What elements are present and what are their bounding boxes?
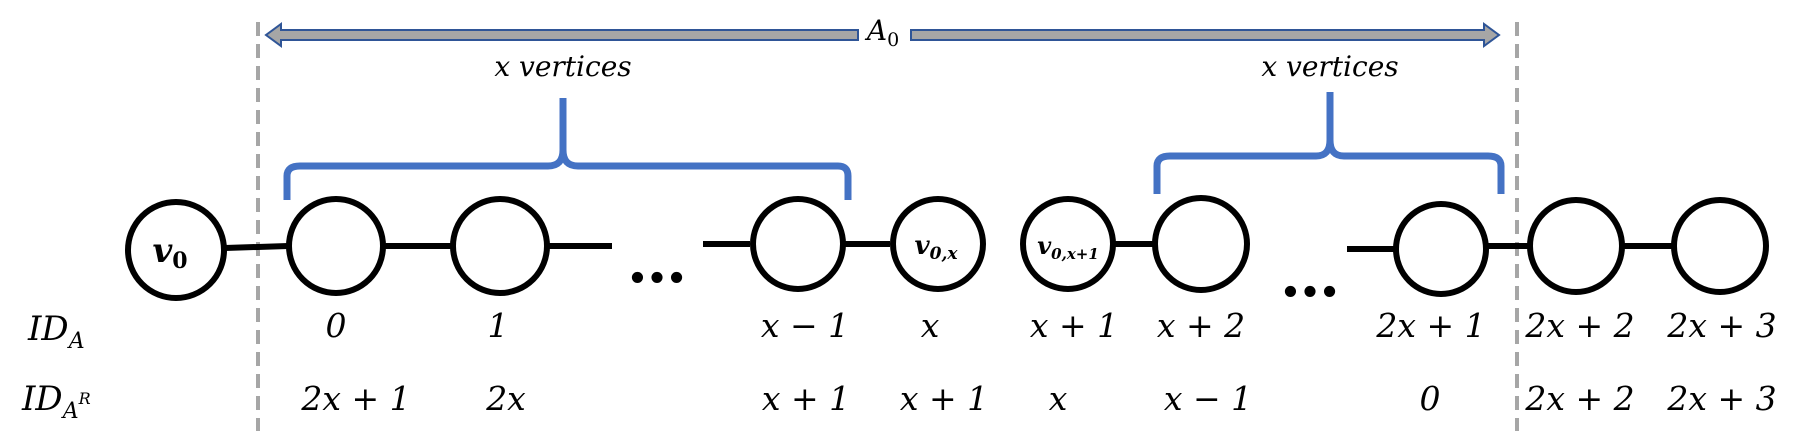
idar-value: 2x + 2: [1524, 379, 1634, 418]
idar-value: 2x: [485, 379, 526, 418]
row-label-ida: IDA: [27, 309, 85, 354]
vertex-v0x-label: v0,x: [915, 231, 959, 264]
vertex-2x-plus-2: [1527, 197, 1625, 295]
ida-value: 2x + 3: [1666, 306, 1776, 345]
idar-value: 2x + 3: [1666, 379, 1776, 418]
vertices: [125, 195, 1769, 301]
ellipsis-2: …: [1280, 241, 1340, 311]
idar-value: x + 1: [762, 379, 850, 418]
idar-value: 2x + 1: [300, 379, 410, 418]
row-label-idar: IDAR: [21, 379, 91, 424]
vertex-x-plus-2: [1152, 195, 1250, 293]
vertex-2x-plus-1: [1393, 201, 1489, 297]
ida-value: 2x + 2: [1524, 306, 1634, 345]
ida-value: 0: [326, 306, 347, 345]
right-brace: [1153, 92, 1505, 194]
vertex-v0-label: v0: [152, 231, 187, 274]
idar-value: x − 1: [1164, 379, 1252, 418]
span-arrow-left: [264, 22, 859, 48]
right-brace-label: x vertices: [1261, 50, 1398, 83]
ida-value: x + 2: [1157, 306, 1245, 345]
ida-value: x + 1: [1030, 306, 1118, 345]
vertex-v0: [125, 199, 227, 301]
edge: [224, 243, 289, 251]
ida-value: 2x + 1: [1375, 306, 1485, 345]
vertex-1: [450, 196, 550, 296]
idar-value: 0: [1420, 379, 1441, 418]
ida-value: x − 1: [761, 306, 849, 345]
vertex-x-minus-1: [750, 196, 846, 292]
idar-values: 2x + 1 2x x + 1 x + 1 x x − 1 0 2x + 2 2…: [300, 379, 1776, 418]
span-label: A0: [864, 14, 899, 51]
vertex-v0x1-label: v0,x+1: [1037, 231, 1099, 263]
idar-value: x: [1049, 379, 1068, 418]
left-brace-label: x vertices: [494, 50, 631, 83]
left-brace: [283, 98, 852, 200]
idar-value: x + 1: [900, 379, 988, 418]
vertex-v0x: [890, 196, 986, 292]
path-edges: [224, 241, 1672, 252]
ida-value: 1: [488, 306, 509, 345]
vertex-v0x1: [1020, 196, 1116, 292]
ida-values: 0 1 x − 1 x x + 1 x + 2 2x + 1 2x + 2 2x…: [326, 306, 1777, 345]
vertex-2x-plus-3: [1671, 197, 1769, 295]
span-arrow-right: [910, 22, 1501, 48]
ellipsis-1: …: [627, 227, 687, 297]
vertex-0: [286, 196, 386, 296]
ida-value: x: [921, 306, 940, 345]
